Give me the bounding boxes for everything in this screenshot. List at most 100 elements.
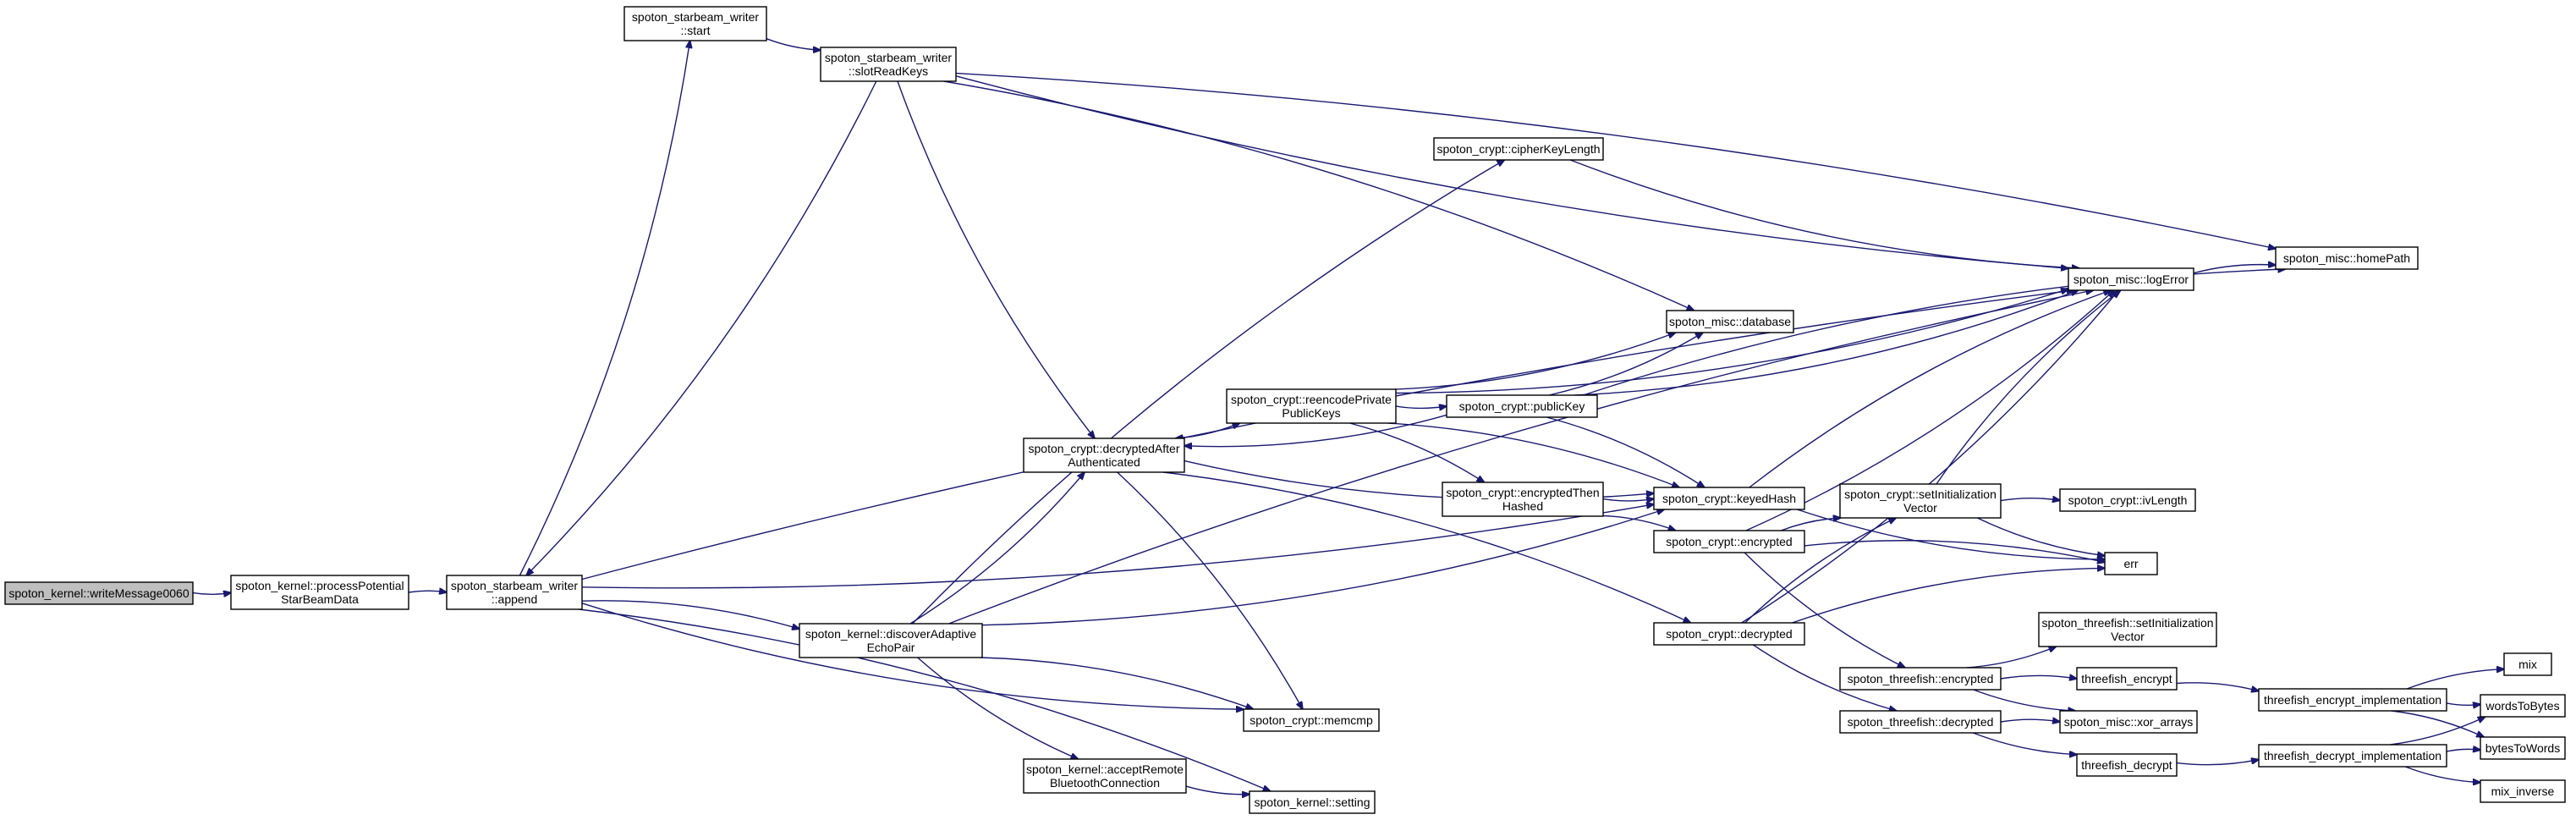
node-label: spoton_crypt::ivLength	[2068, 493, 2188, 507]
edge-cipherKeyLength-to-logError	[1569, 159, 2079, 268]
edge-slotReadKeys-to-logError	[955, 75, 2068, 268]
node-box	[2068, 267, 2194, 291]
node-label: spoton_misc::logError	[2073, 272, 2189, 286]
node-label: spoton_crypt::encrypted	[1666, 535, 1792, 548]
node-encImpl[interactable]: threefish_encrypt_implementation	[2258, 688, 2447, 712]
node-memcmp[interactable]: spoton_crypt::memcmp	[1243, 708, 1380, 732]
node-label: spoton_crypt::decrypted	[1666, 627, 1792, 641]
node-err[interactable]: err	[2104, 552, 2158, 575]
node-label: bytesToWords	[2485, 741, 2560, 755]
node-box	[1433, 137, 1604, 161]
node-bytesToWords[interactable]: bytesToWords	[2480, 736, 2566, 760]
node-append[interactable]: spoton_starbeam_writer::append	[446, 575, 583, 610]
node-box	[2076, 753, 2178, 777]
node-label: spoton_crypt::publicKey	[1459, 399, 1585, 413]
node-box	[2480, 694, 2566, 718]
node-label: spoton_misc::xor_arrays	[2064, 715, 2194, 729]
node-mixInverse[interactable]: mix_inverse	[2480, 779, 2566, 803]
node-threefishEncrypt[interactable]: threefish_encrypt	[2076, 667, 2178, 691]
node-slotReadKeys[interactable]: spoton_starbeam_writer::slotReadKeys	[820, 47, 957, 82]
node-box	[2258, 744, 2447, 768]
node-ivLength[interactable]: spoton_crypt::ivLength	[2059, 488, 2196, 512]
node-label: StarBeamData	[281, 592, 359, 606]
node-label: threefish_encrypt	[2081, 672, 2172, 685]
node-xorArrays[interactable]: spoton_misc::xor_arrays	[2059, 710, 2198, 734]
node-label: spoton_crypt::keyedHash	[1662, 492, 1796, 505]
node-encrypted[interactable]: spoton_crypt::encrypted	[1653, 530, 1805, 553]
node-decImpl[interactable]: threefish_decrypt_implementation	[2258, 744, 2447, 768]
edge-append-to-discoverAdaptive	[581, 600, 799, 629]
node-label: spoton_crypt::reencodePrivate	[1231, 393, 1392, 406]
node-label: ::start	[680, 24, 710, 37]
node-box	[1839, 710, 2002, 734]
node-logError[interactable]: spoton_misc::logError	[2068, 267, 2194, 291]
node-label: spoton_kernel::discoverAdaptive	[805, 627, 977, 641]
edge-tfEncrypted-to-xorArrays	[1973, 689, 2076, 711]
node-label: spoton_crypt::decryptedAfter	[1029, 442, 1180, 455]
node-label: spoton_kernel::processPotential	[235, 579, 404, 592]
edge-decryptedAfter-to-memcmp	[1117, 471, 1303, 709]
node-box	[623, 6, 767, 41]
node-box	[820, 47, 957, 82]
node-start[interactable]: spoton_starbeam_writer::start	[623, 6, 767, 41]
edge-append-to-keyedHash	[581, 504, 1654, 589]
edge-decImpl-to-mixInverse	[2404, 766, 2480, 783]
edge-publicKey-to-decryptedAfter	[1184, 414, 1447, 446]
edge-keyedHash-to-logError	[1749, 290, 2111, 488]
edge-append-to-setting	[578, 608, 1271, 791]
node-label: mix	[2518, 658, 2537, 671]
edge-keyedHash-to-err	[1796, 509, 2105, 559]
edge-reencode-to-logError	[1395, 289, 2068, 394]
node-threefishDecrypt[interactable]: threefish_decrypt	[2076, 753, 2178, 777]
node-label: threefish_decrypt_implementation	[2264, 749, 2441, 762]
node-label: Vector	[2111, 630, 2145, 643]
edge-slotReadKeys-to-append	[526, 80, 877, 575]
node-wordsToBytes[interactable]: wordsToBytes	[2480, 694, 2566, 718]
node-label: ::append	[492, 592, 538, 606]
edge-discoverAdaptive-to-acceptRemote	[917, 657, 1079, 759]
node-label: wordsToBytes	[2485, 699, 2559, 713]
edge-reencode-to-encryptedThen	[1349, 422, 1485, 482]
node-tfEncrypted[interactable]: spoton_threefish::encrypted	[1839, 667, 2002, 691]
node-label: EchoPair	[867, 641, 915, 654]
node-mix[interactable]: mix	[2503, 652, 2552, 676]
node-keyedHash[interactable]: spoton_crypt::keyedHash	[1653, 487, 1805, 510]
node-acceptRemote[interactable]: spoton_kernel::acceptRemoteBluetoothConn…	[1023, 758, 1187, 794]
edge-publicKey-to-database	[1548, 333, 1703, 396]
node-decrypted[interactable]: spoton_crypt::decrypted	[1653, 622, 1805, 646]
edge-reencode-to-decryptedAfter	[1176, 422, 1240, 438]
node-label: spoton_crypt::encryptedThen	[1446, 486, 1599, 499]
node-box	[2480, 736, 2566, 760]
node-box	[2275, 246, 2419, 270]
node-tfDecrypted[interactable]: spoton_threefish::decrypted	[1839, 710, 2002, 734]
node-writeMessage0060[interactable]: spoton_kernel::writeMessage0060	[4, 581, 194, 605]
edge-encImpl-to-mix	[2406, 669, 2504, 690]
edge-encryptedThen-to-encrypted	[1602, 515, 1676, 531]
node-box	[1023, 438, 1185, 473]
node-box	[2038, 612, 2217, 647]
node-cipherKeyLength[interactable]: spoton_crypt::cipherKeyLength	[1433, 137, 1604, 161]
node-label: Vector	[1903, 501, 1937, 515]
node-homePath[interactable]: spoton_misc::homePath	[2275, 246, 2419, 270]
node-label: Authenticated	[1068, 455, 1140, 469]
edge-decryptedAfter-to-decrypted	[1162, 471, 1691, 623]
edge-threefishEncrypt-to-encImpl	[2176, 682, 2259, 691]
node-box	[230, 575, 409, 610]
node-box	[2059, 710, 2198, 734]
node-database[interactable]: spoton_misc::database	[1666, 310, 1794, 333]
node-processPotential[interactable]: spoton_kernel::processPotentialStarBeamD…	[230, 575, 409, 610]
node-label: spoton_threefish::encrypted	[1848, 672, 1994, 685]
node-decryptedAfter[interactable]: spoton_crypt::decryptedAfterAuthenticate…	[1023, 438, 1185, 473]
node-box	[1839, 667, 2002, 691]
node-tfSetInitVector[interactable]: spoton_threefish::setInitializationVecto…	[2038, 612, 2217, 647]
edge-setInitVector-to-logError	[1936, 290, 2121, 485]
node-setting[interactable]: spoton_kernel::setting	[1249, 790, 1376, 814]
edge-append-to-start	[519, 41, 689, 576]
node-publicKey[interactable]: spoton_crypt::publicKey	[1446, 394, 1598, 418]
edge-publicKey-to-keyedHash	[1546, 416, 1705, 487]
